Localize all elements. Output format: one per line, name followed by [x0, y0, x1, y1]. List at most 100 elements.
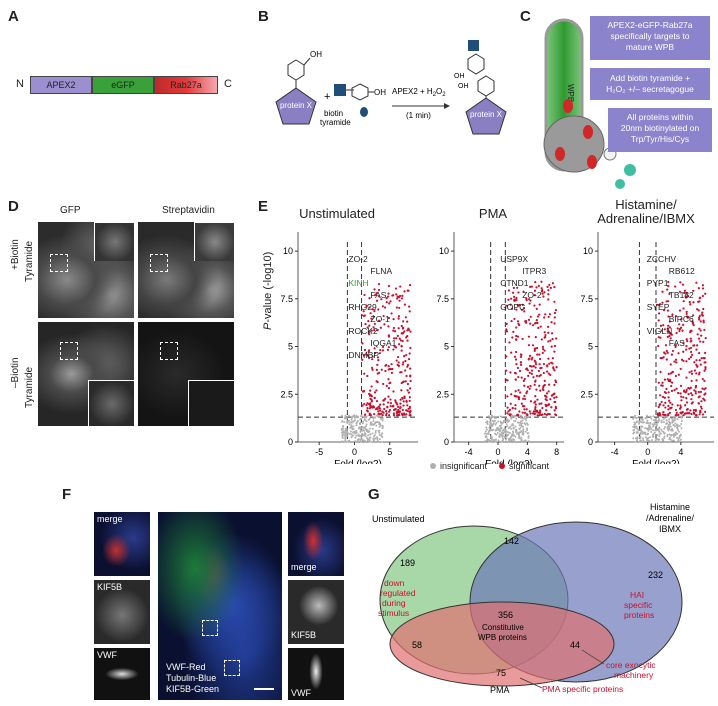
volcano-point-insignificant — [490, 416, 493, 419]
volcano-point-insignificant — [370, 440, 373, 443]
volcano-point-insignificant — [652, 435, 655, 438]
volcano-point-significant — [395, 359, 398, 362]
volcano-point-significant — [682, 350, 685, 353]
volcano-point-insignificant — [354, 432, 357, 435]
volcano-point-insignificant — [378, 425, 381, 428]
volcano-point-insignificant — [640, 421, 643, 424]
volcano-point-insignificant — [344, 417, 347, 420]
volcano-point-insignificant — [672, 439, 675, 442]
volcano-point-insignificant — [381, 424, 384, 427]
volcano-point-significant — [395, 412, 399, 415]
volcano-point-significant — [515, 362, 518, 366]
volcano-point-significant — [697, 373, 701, 376]
volcano-point-significant — [665, 300, 668, 303]
volcano-point-insignificant — [505, 423, 508, 426]
volcano-point-significant — [403, 290, 406, 293]
volcano-point-significant — [657, 405, 660, 409]
volcano-point-insignificant — [356, 438, 359, 441]
volcano-point-insignificant — [523, 415, 526, 418]
volcano-point-significant — [669, 363, 672, 366]
volcano-point-significant — [689, 340, 692, 343]
volcano-point-significant — [368, 306, 371, 309]
volcano-point-significant — [408, 410, 411, 413]
volcano-point-significant — [382, 399, 386, 402]
volcano-point-significant — [663, 413, 666, 417]
volcano-point-significant — [529, 285, 532, 288]
volcano-point-significant — [518, 303, 521, 306]
volcano-point-insignificant — [490, 436, 493, 439]
volcano-point-significant — [695, 372, 698, 375]
volcano-point-significant — [517, 389, 520, 392]
volcano-point-significant — [388, 410, 391, 413]
volcano-point-significant — [679, 411, 683, 414]
volcano-point-significant — [704, 337, 707, 340]
volcano-point-significant — [404, 369, 407, 372]
volcano-title-pma: PMA — [478, 206, 508, 221]
volcano-point-significant — [514, 350, 518, 354]
volcano-point-insignificant — [632, 417, 635, 420]
volcano-point-insignificant — [501, 431, 504, 434]
volcano-point-significant — [378, 352, 381, 355]
volcano-point-insignificant — [349, 421, 352, 424]
volcano-point-significant — [398, 299, 401, 302]
volcano-point-insignificant — [367, 434, 370, 437]
volcano-point-significant — [361, 358, 364, 361]
volcano-point-significant — [679, 384, 683, 387]
volcano-point-insignificant — [653, 419, 656, 422]
volcano-point-significant — [528, 357, 531, 360]
volcano-point-significant — [517, 414, 520, 417]
volcano-point-significant — [361, 404, 364, 407]
volcano-point-significant — [362, 314, 366, 317]
volcano-point-significant — [373, 347, 376, 350]
volcano-point-significant — [399, 402, 402, 405]
volcano-point-significant — [535, 307, 538, 310]
volcano-point-insignificant — [361, 426, 364, 429]
volcano-point-significant — [375, 368, 378, 371]
volcano-point-significant — [403, 303, 407, 306]
volcano-point-significant — [692, 289, 695, 292]
volcano-point-significant — [679, 392, 682, 395]
volcano-point-insignificant — [655, 438, 658, 441]
biotin-square — [334, 84, 346, 96]
volcano-point-insignificant — [508, 425, 511, 428]
volcano-point-significant — [539, 409, 542, 412]
volcano-point-significant — [505, 322, 508, 325]
volcano-point-insignificant — [344, 439, 347, 442]
volcano-point-significant — [668, 292, 671, 295]
volcano-point-significant — [388, 382, 391, 385]
volcano-point-significant — [365, 403, 368, 407]
volcano-point-insignificant — [646, 419, 649, 422]
volcano-point-significant — [682, 323, 685, 326]
volcano-point-significant — [529, 412, 532, 415]
volcano-point-insignificant — [366, 439, 369, 442]
volcano-point-significant — [366, 402, 369, 405]
volcano-point-insignificant — [513, 438, 516, 441]
volcano-point-significant — [676, 404, 679, 407]
volcano-point-significant — [541, 345, 545, 349]
volcano-legend: insignificant significant — [430, 461, 549, 471]
volcano-point-significant — [366, 353, 369, 356]
volcano-point-significant — [370, 366, 374, 369]
volcano-point-insignificant — [369, 433, 372, 436]
volcano-gene-label: FAS — [370, 290, 386, 300]
volcano-point-significant — [540, 280, 543, 283]
volcano-point-significant — [376, 407, 379, 411]
volcano-point-significant — [542, 295, 545, 298]
volcano-point-significant — [382, 382, 385, 386]
volcano-point-insignificant — [363, 439, 366, 442]
volcano-point-significant — [699, 405, 703, 408]
volcano-point-significant — [522, 379, 525, 382]
volcano-point-insignificant — [372, 420, 375, 423]
volcano-point-significant — [525, 367, 528, 371]
volcano-point-significant — [547, 315, 550, 319]
venn-count-all: 356 — [498, 610, 513, 620]
volcano-point-insignificant — [672, 416, 675, 419]
volcano-point-significant — [533, 412, 536, 416]
volcano-point-significant — [538, 357, 542, 361]
volcano-point-significant — [519, 361, 523, 364]
volcano-point-insignificant — [643, 421, 646, 424]
svg-text:protein X: protein X — [470, 110, 503, 119]
volcano-point-insignificant — [353, 414, 356, 417]
